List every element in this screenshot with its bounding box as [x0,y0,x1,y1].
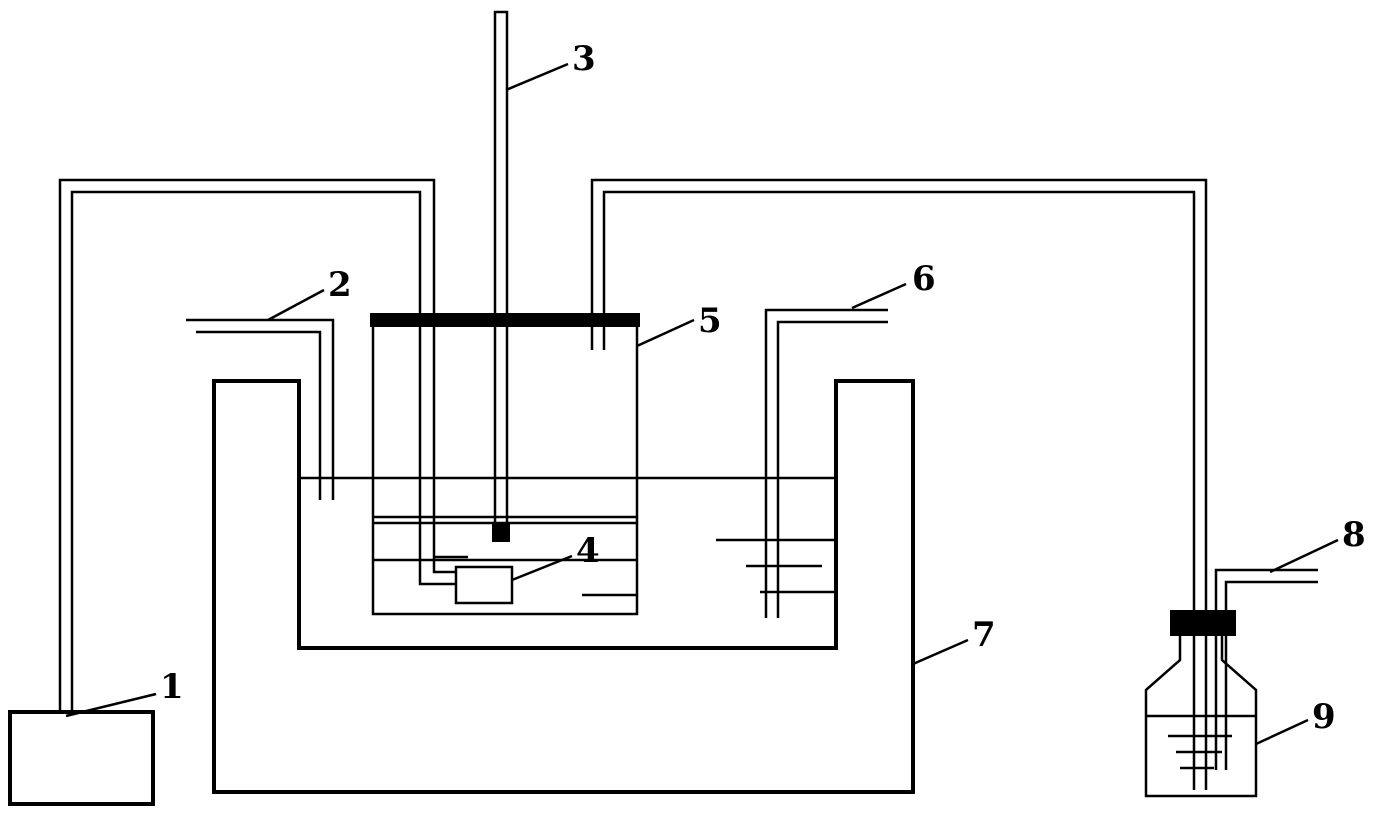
bath-inlet-tube [186,318,335,500]
label-6: 6 [912,259,936,299]
label-8: 8 [1342,515,1366,555]
label-9: 9 [1312,697,1336,737]
inlet-tube [58,178,456,712]
label-4: 4 [576,531,600,571]
inner-device [454,565,514,605]
reactor-vessel [370,313,640,616]
leader-lines [65,62,1339,746]
water-bath [212,379,915,794]
bath-outlet-tube [716,308,888,618]
label-2: 2 [328,265,352,305]
label-5: 5 [698,301,722,341]
collection-bottle [1144,610,1258,798]
exhaust-tube [1214,568,1318,770]
probe-rod [492,10,510,542]
source-box [8,710,155,806]
label-3: 3 [572,39,596,79]
outlet-tube [590,178,1208,790]
label-7: 7 [972,615,996,655]
label-1: 1 [160,667,184,707]
